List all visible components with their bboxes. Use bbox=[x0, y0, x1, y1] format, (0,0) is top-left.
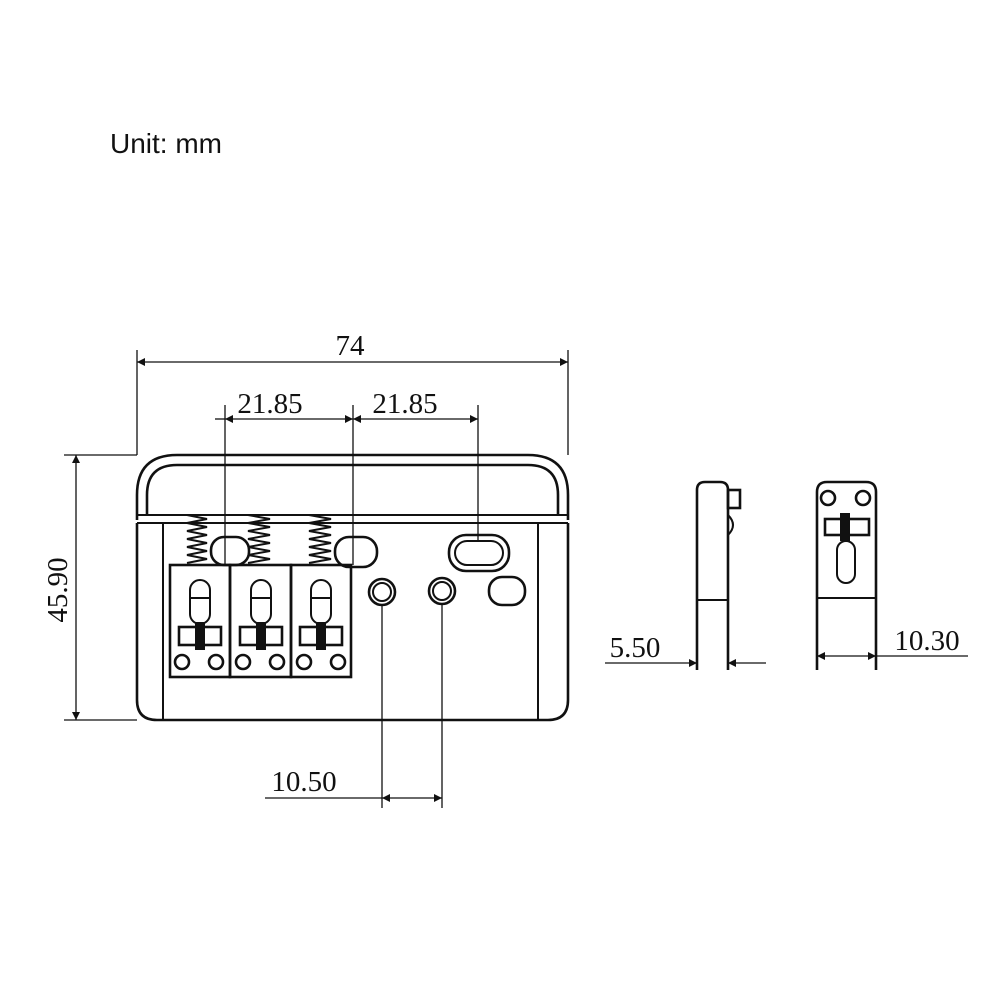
spring-1 bbox=[186, 514, 208, 564]
saddle-screw bbox=[316, 622, 326, 650]
saddle-screw-left bbox=[295, 653, 313, 671]
saddle-screw bbox=[195, 622, 205, 650]
base-plate-body bbox=[135, 523, 570, 722]
dimension-height: 45.90 bbox=[42, 454, 137, 721]
unit-label: Unit: mm bbox=[110, 128, 222, 159]
saddle-screw-right bbox=[268, 653, 286, 671]
dimension-saddle-width: 10.30 bbox=[817, 625, 968, 660]
saddle-screw-right bbox=[329, 653, 347, 671]
end-screw-left bbox=[819, 489, 837, 507]
saddle-slot bbox=[250, 579, 272, 625]
saddle-end-outline bbox=[815, 480, 878, 670]
saddle-screw-right bbox=[207, 653, 225, 671]
side-view: 5.50 bbox=[605, 480, 766, 670]
saddle-body bbox=[289, 563, 353, 679]
dimension-side-thickness: 5.50 bbox=[605, 632, 766, 667]
dimension-label-spacing-2: 21.85 bbox=[372, 388, 437, 420]
dimension-label-hole-spacing: 10.50 bbox=[271, 766, 336, 798]
saddle-slot bbox=[310, 579, 332, 625]
end-screw-center bbox=[840, 513, 850, 541]
saddle-slot bbox=[189, 579, 211, 625]
saddle-1 bbox=[168, 563, 232, 679]
mount-hole-2-inner bbox=[432, 581, 452, 601]
dimension-label-side-thickness: 5.50 bbox=[610, 632, 661, 664]
end-screw-right bbox=[854, 489, 872, 507]
side-screw-head bbox=[726, 488, 742, 510]
slot-hole-4 bbox=[487, 575, 527, 607]
dimension-label-saddle-width: 10.30 bbox=[894, 625, 959, 657]
dimension-total-width: 74 bbox=[136, 330, 569, 455]
slot-hole-3 bbox=[447, 533, 511, 573]
slot-hole-3-inner bbox=[454, 540, 504, 566]
front-view: 74 21.85 21.85 45.90 10.50 bbox=[42, 330, 570, 808]
dimension-label-74: 74 bbox=[336, 330, 366, 362]
saddle-screw-left bbox=[234, 653, 252, 671]
saddle-body bbox=[168, 563, 232, 679]
dimension-saddle-spacing: 21.85 21.85 bbox=[215, 388, 479, 565]
saddle-screw bbox=[256, 622, 266, 650]
dimension-label-spacing-1: 21.85 bbox=[237, 388, 302, 420]
dimension-hole-spacing: 10.50 bbox=[265, 604, 443, 808]
side-spring-edge bbox=[727, 514, 734, 536]
saddle-end-view: 10.30 bbox=[815, 480, 968, 670]
spring-3 bbox=[308, 514, 332, 564]
mount-hole-1-inner bbox=[372, 582, 392, 602]
dimension-label-height: 45.90 bbox=[42, 557, 74, 622]
slot-hole-1 bbox=[209, 535, 251, 567]
saddle-2 bbox=[228, 563, 293, 679]
saddle-3 bbox=[289, 563, 353, 679]
saddle-body bbox=[228, 563, 293, 679]
saddle-screw-left bbox=[173, 653, 191, 671]
end-slot bbox=[836, 540, 856, 584]
side-plate-outline bbox=[695, 480, 730, 670]
slot-hole-2 bbox=[333, 535, 379, 569]
